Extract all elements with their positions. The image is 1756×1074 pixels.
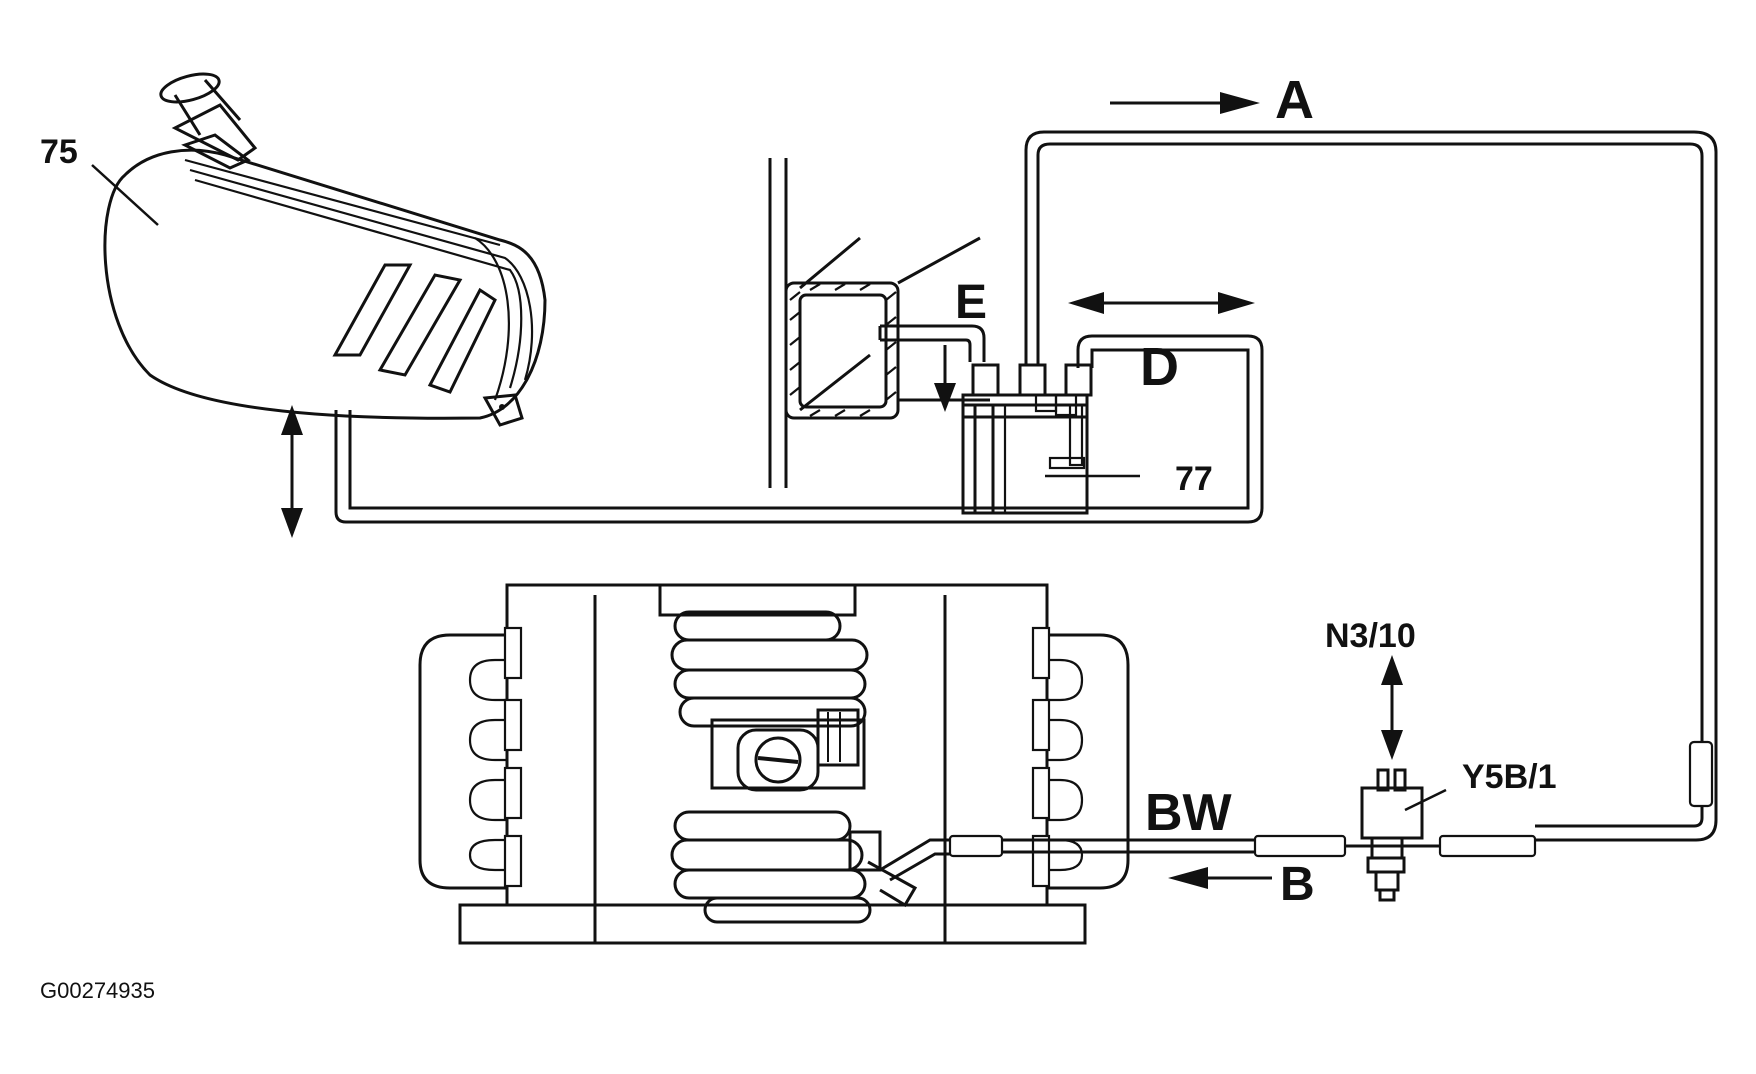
canister-movement-arrow <box>281 405 303 538</box>
line-d-arrow <box>1068 292 1255 314</box>
label-canister: 75 <box>40 133 78 171</box>
leader-lines <box>91 164 159 226</box>
purge-valve <box>1360 655 1447 902</box>
figure-id: G00274935 <box>40 978 155 1003</box>
label-line-a: A <box>1275 70 1314 130</box>
label-line-d: D <box>1140 337 1179 397</box>
label-valve: 77 <box>1175 460 1213 498</box>
label-control-module: N3/10 <box>1325 617 1416 655</box>
line-a <box>1024 92 1718 842</box>
label-line-bw: BW <box>1145 784 1233 842</box>
charcoal-canister <box>103 72 547 427</box>
label-line-b: B <box>1280 858 1315 911</box>
label-purge-valve: Y5B/1 <box>1462 758 1557 796</box>
line-b <box>948 834 1537 889</box>
intake-manifold <box>418 583 1130 945</box>
shutoff-valve <box>961 363 1140 515</box>
canister-line <box>334 334 1264 524</box>
body-frame <box>768 158 990 488</box>
label-line-e: E <box>955 276 987 329</box>
